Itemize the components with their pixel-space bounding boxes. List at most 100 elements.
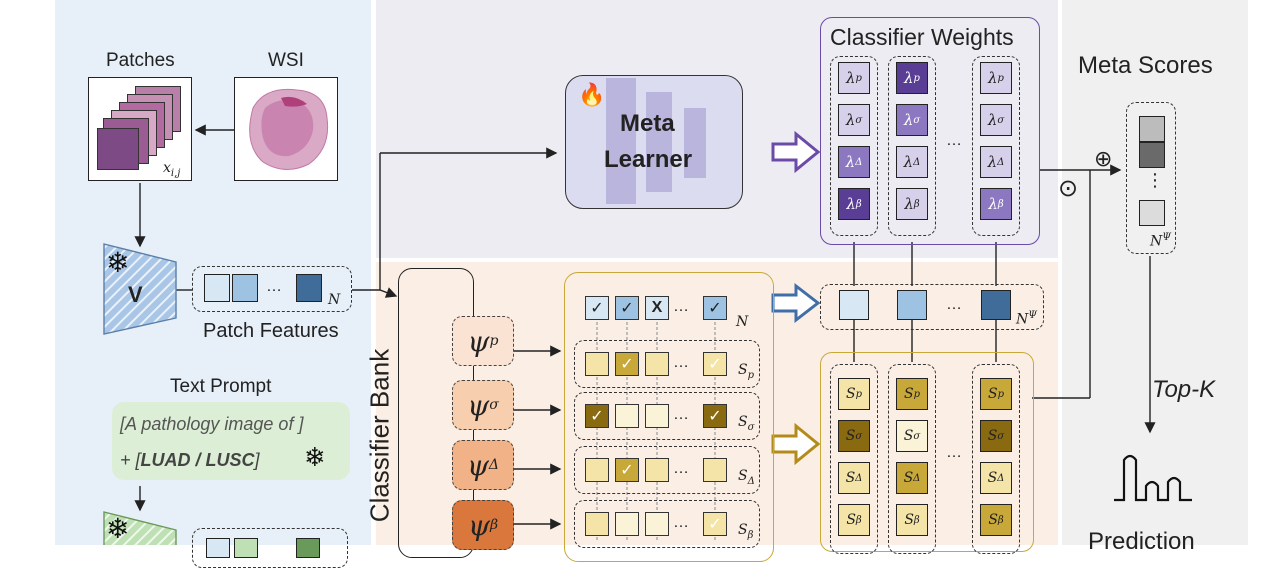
score-matrix-cell: ✓ [703,512,727,536]
patches-label: Patches [106,50,175,71]
score-matrix-cell: ✓ [615,458,639,482]
result-cell: ✓ [703,296,727,320]
score-row [574,392,760,440]
score-matrix-cell [615,404,639,428]
ellipsis: … [266,278,282,295]
snowflake-icon: ❄ [304,442,326,472]
snowflake-icon: ❄ [106,247,130,278]
layer-bar [646,92,672,192]
feature-cell [296,274,322,302]
prediction-icon [1114,454,1192,502]
result-cell: ✓ [585,296,609,320]
patches-stack: xi,j [88,77,192,181]
meta-scores-label: Meta Scores [1078,52,1213,79]
score-matrix-cell [645,404,669,428]
result-cell: ✓ [615,296,639,320]
meta-learner-line-2: Learner [604,146,693,173]
text-prompt-label: Text Prompt [170,376,272,397]
ellipsis: … [946,296,962,313]
weight-column [972,56,1020,236]
prompt-line-2: + [LUAD / LUSC] [120,450,260,470]
meta-scores-box [1126,102,1176,254]
ellipsis: … [946,444,962,461]
score-matrix-cell: ✓ [703,404,727,428]
patch-index-label: xi,j [163,160,181,179]
ellipsis: … [673,406,689,423]
flame-icon: 🔥 [578,82,606,107]
score-matrix-cell [645,512,669,536]
meta-score-cell [1139,142,1165,168]
meta-learner-box: 🔥 Meta Learner [565,75,743,209]
score-matrix-cell: ✓ [703,352,727,376]
score-row-label: Sp [738,362,754,381]
score-matrix-cell: ✓ [615,352,639,376]
patch-features-box [192,266,352,312]
result-cell: X [645,296,669,320]
right-panel [1062,0,1248,545]
classifier-feature-cell [981,290,1011,320]
score-matrix-cell [585,352,609,376]
prediction-label: Prediction [1088,528,1195,555]
meta-score-cell [1139,116,1165,142]
score-matrix-cell [645,352,669,376]
score-row-label: Sβ [738,522,754,541]
meta-learner-line-1: Meta [620,110,675,137]
classifier-features-box [820,284,1044,330]
classifier-weights-label: Classifier Weights [830,24,1014,50]
image-encoder [103,243,177,545]
wsi-label: WSI [268,50,304,71]
score-row [574,446,760,494]
classifier-weights-box [820,17,1040,245]
wsi-tissue [249,88,329,170]
prompt-line-1: [A pathology image of ] [120,414,304,434]
vdots: ⋮ [1146,170,1164,190]
layer-bar [606,78,636,204]
n-label: N [736,314,749,330]
score-matrix-cell [585,458,609,482]
score-matrix-cell: ✓ [585,404,609,428]
score-row-label: Sσ [738,414,755,433]
ellipsis: … [673,298,689,315]
score-matrix-cell [585,512,609,536]
patch-features-label: Patch Features [203,320,339,342]
odot-symbol: ⊙ [1058,175,1079,202]
weight-column [888,56,936,236]
score-matrix-cell [703,458,727,482]
n-psi-label: NΨ [1150,232,1172,250]
wsi-image [234,77,338,181]
oplus-symbol: ⊕ [1094,146,1113,171]
hollow-arrows [771,130,821,466]
top-k-label: Top-K [1152,376,1216,403]
text-prompt-box [112,402,350,480]
n-psi-label: NΨ [1016,310,1038,328]
layer-bar [684,108,706,178]
score-row-label: SΔ [738,468,755,487]
patch-tile [97,128,139,170]
classifier-feature-cell [897,290,927,320]
classifier-feature-cell [839,290,869,320]
feature-cell [204,274,230,302]
